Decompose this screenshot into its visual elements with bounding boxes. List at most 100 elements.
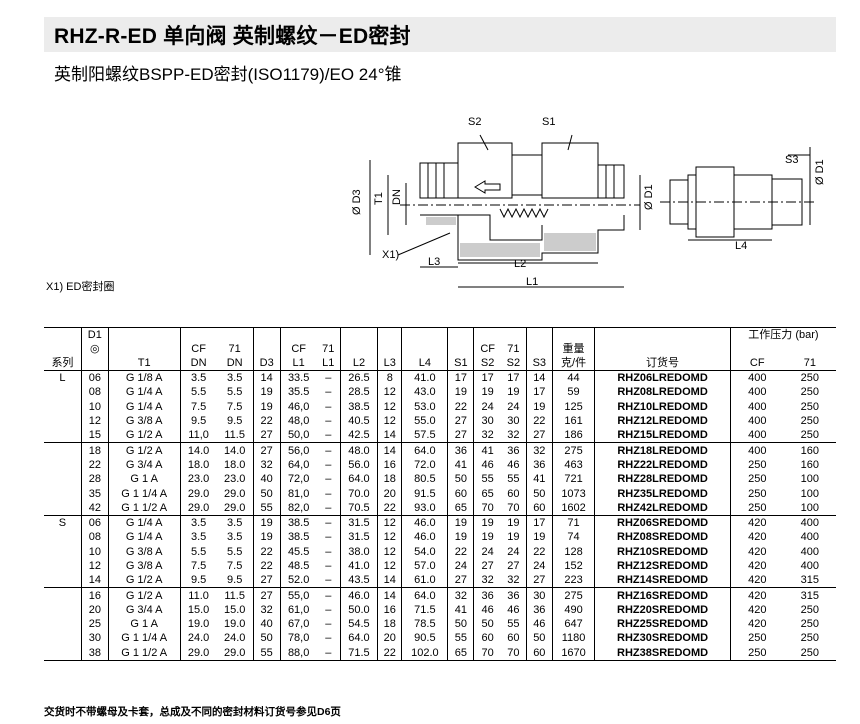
table-cell: 19	[252, 514, 281, 531]
table-cell: 46	[473, 602, 501, 618]
table-cell: RHZ10LREDOMD	[594, 399, 731, 414]
table-cell: 60	[507, 487, 520, 500]
table-cell: 65	[473, 486, 501, 501]
table-cell: 22	[525, 544, 553, 559]
table-cell: 64.0	[339, 631, 378, 646]
hdr-cf-l1: CF	[279, 342, 317, 356]
table-cell: 12	[80, 413, 109, 429]
table-cell: G 1/4 A	[107, 385, 181, 400]
hdr-t1: T1	[107, 356, 181, 371]
table-cell: 250	[729, 645, 784, 661]
table-cell: 31.5	[339, 530, 378, 545]
table-cell: 23.0	[179, 472, 217, 487]
table-cell: –	[325, 603, 332, 616]
table-cell: 1602	[551, 500, 595, 516]
table-cell: –	[325, 473, 332, 486]
table-cell: –	[316, 442, 341, 458]
table-cell: 250	[800, 415, 820, 428]
table-cell: 14	[252, 370, 281, 386]
table-cell: 647	[551, 617, 595, 632]
table-cell: 420	[729, 617, 784, 632]
table-cell: 64.0	[401, 442, 448, 458]
table-cell: 36	[525, 602, 553, 618]
series-cell	[44, 559, 81, 573]
table-cell: 186	[551, 428, 595, 443]
table-cell: 25	[80, 617, 109, 632]
table-cell: 420	[729, 530, 784, 545]
table-cell: 22	[252, 413, 281, 429]
table-cell: 22	[525, 413, 553, 429]
series-cell: L	[59, 372, 66, 385]
table-cell: 16	[80, 587, 109, 603]
label-l2: L2	[514, 258, 526, 270]
table-cell: 32	[473, 573, 501, 588]
table-cell: 60	[473, 631, 501, 646]
table-cell: RHZ12LREDOMD	[594, 413, 731, 429]
series-cell	[44, 587, 82, 603]
table-cell: RHZ08LREDOMD	[594, 385, 731, 400]
table-cell: RHZ18LREDOMD	[594, 442, 731, 458]
table-cell: 22	[377, 645, 402, 661]
footer-note: 交货时不带螺母及卡套，总成及不同的密封材料订货号参见D6页	[44, 706, 341, 718]
table-cell: 400	[729, 385, 784, 400]
table-cell: 19	[252, 530, 281, 545]
table-cell: 14	[80, 573, 109, 588]
table-cell: –	[325, 487, 332, 500]
table-cell: 463	[551, 457, 595, 473]
table-cell: 61.0	[401, 573, 448, 588]
table-cell: 29.0	[179, 645, 217, 661]
table-cell: –	[316, 645, 341, 661]
table-cell: 721	[551, 472, 595, 487]
table-cell: 161	[551, 413, 595, 429]
table-cell: 11.5	[224, 429, 245, 442]
hdr-s3: S3	[525, 356, 553, 371]
table-cell: 19	[447, 385, 474, 400]
table-cell: 81,0	[279, 486, 317, 501]
table-cell: G 1 1/2 A	[107, 645, 181, 661]
hdr-d1: D1	[80, 327, 109, 342]
table-cell: 250	[729, 472, 784, 487]
table-cell: 19	[507, 531, 520, 544]
table-cell: 57.0	[401, 558, 448, 574]
table-cell: 32	[507, 429, 520, 442]
table-cell: 82,0	[279, 500, 317, 516]
series-cell	[44, 400, 81, 414]
table-cell: 42	[80, 500, 109, 516]
table-cell: RHZ42LREDOMD	[594, 500, 731, 516]
table-cell: –	[325, 574, 332, 587]
table-cell: 50	[447, 472, 474, 487]
table-cell: RHZ12SREDOMD	[594, 558, 731, 574]
table-cell: 65	[447, 645, 474, 661]
table-cell: RHZ16SREDOMD	[594, 587, 731, 603]
table-cell: 15	[80, 428, 109, 443]
table-cell: 30	[525, 587, 553, 603]
table-cell: 72,0	[279, 472, 317, 487]
table-cell: 125	[551, 399, 595, 414]
table-cell: 400	[800, 531, 820, 544]
label-dn: DN	[391, 189, 403, 205]
table-cell: 55	[252, 645, 281, 661]
table-cell: 3.5	[227, 531, 243, 544]
series-cell	[44, 486, 81, 500]
table-cell: 18	[377, 617, 402, 632]
table-cell: 31.5	[339, 514, 378, 531]
table-cell: –	[325, 632, 332, 645]
table-cell: 160	[800, 458, 820, 471]
table-cell: RHZ35LREDOMD	[594, 486, 731, 501]
table-cell: 44	[551, 370, 595, 386]
table-cell: 15.0	[179, 602, 217, 618]
table-cell: 38.5	[279, 530, 317, 545]
hdr-71-s2: 71	[507, 343, 520, 355]
table-cell: 78,0	[279, 631, 317, 646]
table-cell: 12	[377, 514, 402, 531]
table-cell: 12	[377, 530, 402, 545]
table-cell: 41	[447, 457, 474, 473]
table-cell: 41	[447, 602, 474, 618]
